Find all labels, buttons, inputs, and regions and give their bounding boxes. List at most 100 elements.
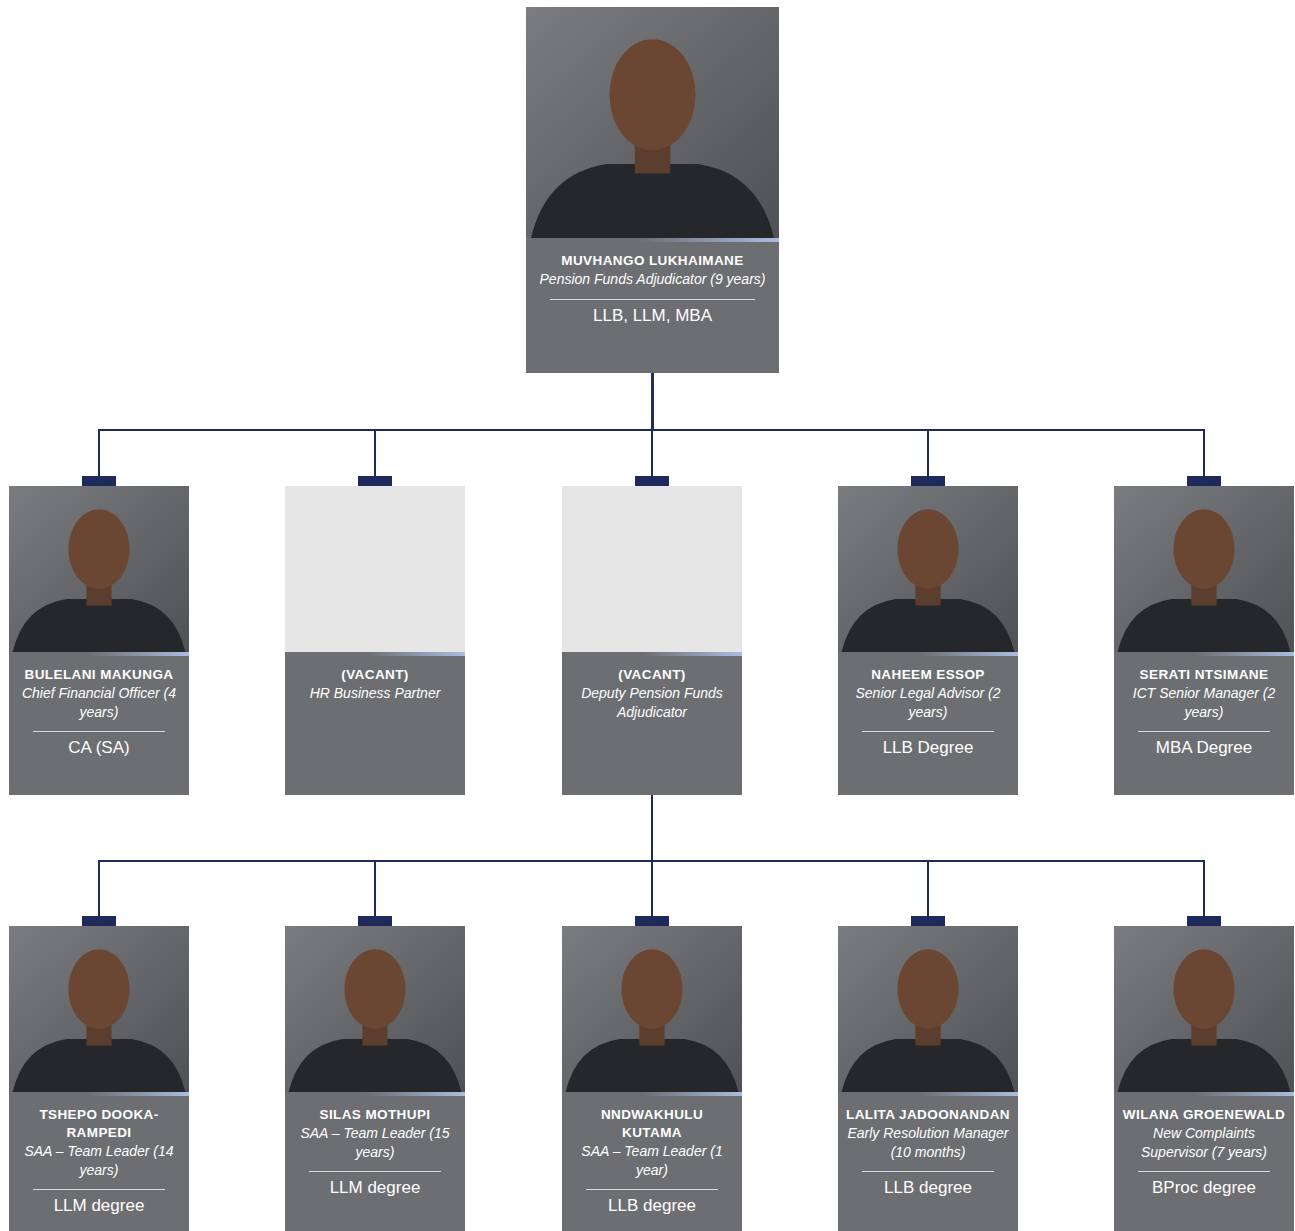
portrait-photo (838, 486, 1018, 652)
photo-placeholder (562, 486, 742, 652)
shoulders (842, 1039, 1015, 1092)
head (621, 949, 682, 1029)
reporting-line (375, 795, 652, 926)
shoulders (13, 599, 186, 652)
card-text-panel: WILANA GROENEWALDNew Complaints Supervis… (1114, 1096, 1294, 1231)
qualification: LLB Degree (862, 731, 994, 760)
qualification: LLB degree (862, 1171, 994, 1200)
head (68, 509, 129, 589)
head (1173, 509, 1234, 589)
person-name: (VACANT) (293, 666, 457, 684)
card-text-panel: BULELANI MAKUNGAChief Financial Officer … (9, 656, 189, 795)
job-title: Deputy Pension Funds Adjudicator (570, 684, 734, 721)
portrait-photo (285, 926, 465, 1092)
person-name: MUVHANGO LUKHAIMANE (534, 252, 771, 270)
job-title: New Complaints Supervisor (7 years) (1122, 1124, 1286, 1161)
person-name: LALITA JADOONANDAN (846, 1106, 1010, 1124)
reporting-line (99, 373, 653, 486)
person-name: TSHEPO DOOKA-RAMPEDI (17, 1106, 181, 1142)
card-text-panel: MUVHANGO LUKHAIMANEPension Funds Adjudic… (526, 242, 779, 373)
card-text-panel: (VACANT)HR Business Partner (285, 656, 465, 795)
job-title: ICT Senior Manager (2 years) (1122, 684, 1286, 721)
job-title: Early Resolution Manager (10 months) (846, 1124, 1010, 1161)
connector-tab (1187, 916, 1221, 926)
card-text-panel: (VACANT)Deputy Pension Funds Adjudicator (562, 656, 742, 795)
person-name: NAHEEM ESSOP (846, 666, 1010, 684)
shoulders (289, 1039, 462, 1092)
photo-backdrop (1114, 486, 1294, 652)
qualification: CA (SA) (33, 731, 165, 760)
portrait-photo (9, 926, 189, 1092)
photo-backdrop (9, 486, 189, 652)
reporting-line (653, 373, 1205, 486)
job-title: SAA – Team Leader (15 years) (293, 1124, 457, 1161)
person-card: (VACANT)Deputy Pension Funds Adjudicator (562, 486, 742, 795)
connector-tab (635, 476, 669, 486)
qualification: LLM degree (33, 1189, 165, 1218)
connector-tab (911, 916, 945, 926)
connector-tab (1187, 476, 1221, 486)
empty-photo (285, 486, 465, 652)
job-title: Senior Legal Advisor (2 years) (846, 684, 1010, 721)
person-card: BULELANI MAKUNGAChief Financial Officer … (9, 486, 189, 795)
person-card: NAHEEM ESSOPSenior Legal Advisor (2 year… (838, 486, 1018, 795)
portrait-photo (562, 926, 742, 1092)
connector-tab (911, 476, 945, 486)
reporting-line (99, 795, 652, 926)
reporting-line (652, 795, 1204, 926)
person-name: (VACANT) (570, 666, 734, 684)
person-card: MUVHANGO LUKHAIMANEPension Funds Adjudic… (526, 7, 779, 373)
shoulders (13, 1039, 186, 1092)
photo-backdrop (562, 926, 742, 1092)
person-card: (VACANT)HR Business Partner (285, 486, 465, 795)
card-text-panel: TSHEPO DOOKA-RAMPEDISAA – Team Leader (1… (9, 1096, 189, 1231)
person-card: SILAS MOTHUPISAA – Team Leader (15 years… (285, 926, 465, 1231)
person-card: LALITA JADOONANDANEarly Resolution Manag… (838, 926, 1018, 1231)
shoulders (1118, 599, 1291, 652)
portrait-photo (9, 486, 189, 652)
connector-tab (358, 916, 392, 926)
qualification: MBA Degree (1138, 731, 1270, 760)
reporting-line (375, 373, 653, 486)
head (344, 949, 405, 1029)
qualification: LLM degree (309, 1171, 441, 1200)
person-card: NNDWAKHULU KUTAMASAA – Team Leader (1 ye… (562, 926, 742, 1231)
job-title: Chief Financial Officer (4 years) (17, 684, 181, 721)
qualification: LLB degree (586, 1189, 718, 1218)
person-name: SILAS MOTHUPI (293, 1106, 457, 1124)
photo-backdrop (838, 926, 1018, 1092)
photo-placeholder (285, 486, 465, 652)
connector-tab (358, 476, 392, 486)
head (1173, 949, 1234, 1029)
qualification: BProc degree (1138, 1171, 1270, 1200)
card-text-panel: SILAS MOTHUPISAA – Team Leader (15 years… (285, 1096, 465, 1231)
empty-photo (562, 486, 742, 652)
person-card: SERATI NTSIMANEICT Senior Manager (2 yea… (1114, 486, 1294, 795)
photo-backdrop (1114, 926, 1294, 1092)
shoulders (1118, 1039, 1291, 1092)
portrait-photo (526, 7, 779, 238)
connector-tab (82, 916, 116, 926)
head (897, 949, 958, 1029)
portrait-photo (1114, 926, 1294, 1092)
photo-backdrop (526, 7, 779, 238)
head (609, 39, 695, 150)
portrait-photo (1114, 486, 1294, 652)
head (68, 949, 129, 1029)
person-name: NNDWAKHULU KUTAMA (570, 1106, 734, 1142)
person-card: TSHEPO DOOKA-RAMPEDISAA – Team Leader (1… (9, 926, 189, 1231)
photo-backdrop (838, 486, 1018, 652)
job-title: HR Business Partner (293, 684, 457, 703)
connector-tab (635, 916, 669, 926)
person-name: BULELANI MAKUNGA (17, 666, 181, 684)
person-name: SERATI NTSIMANE (1122, 666, 1286, 684)
portrait-photo (838, 926, 1018, 1092)
head (897, 509, 958, 589)
connector-tab (82, 476, 116, 486)
job-title: Pension Funds Adjudicator (9 years) (534, 270, 771, 289)
photo-backdrop (285, 926, 465, 1092)
card-text-panel: NAHEEM ESSOPSenior Legal Advisor (2 year… (838, 656, 1018, 795)
qualification: LLB, LLM, MBA (550, 299, 755, 328)
photo-backdrop (9, 926, 189, 1092)
